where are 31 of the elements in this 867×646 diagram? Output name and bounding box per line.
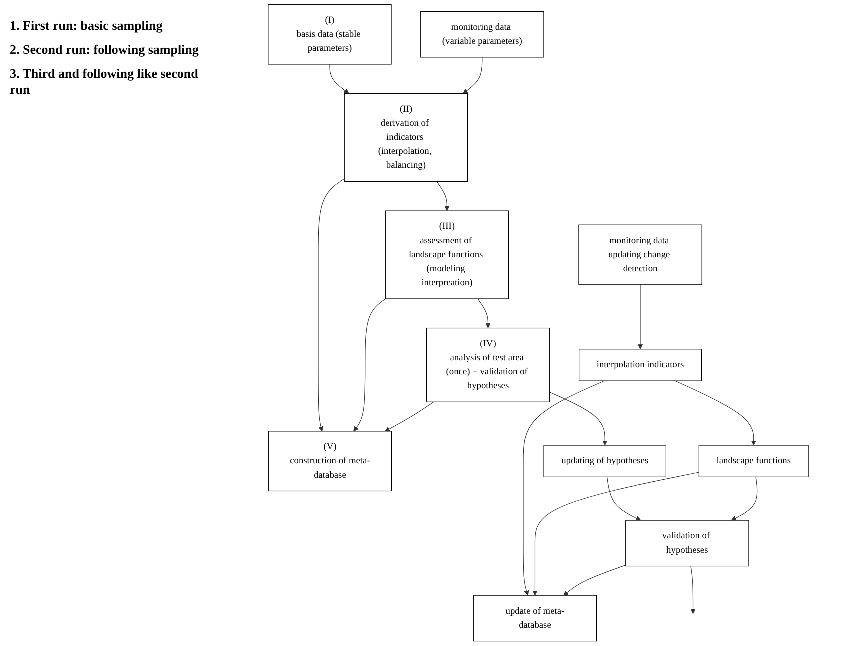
arrow [532, 472, 700, 596]
arrow [436, 181, 450, 212]
node-box: (III) assessment of landscape functions (modeling interpreation) [385, 210, 510, 300]
arrow [354, 298, 386, 432]
arrow [564, 565, 626, 596]
node-box: (I) basis data (stable parameters) [268, 4, 392, 65]
arrow [731, 476, 758, 521]
node-box: monitoring data updating change detection [578, 224, 702, 286]
arrow [690, 566, 696, 614]
arrow [385, 402, 434, 432]
section-heading: 3. Third and following like second run [10, 66, 200, 98]
arrow [638, 284, 644, 350]
node-box: (II) derivation of indicators (interpolation, balancing) [344, 94, 468, 182]
arrow [318, 178, 345, 432]
node-box: interpolation indicators [579, 349, 702, 382]
section-heading: 1. First run: basic sampling [10, 18, 164, 34]
arrow [550, 392, 608, 446]
arrow [478, 298, 491, 328]
node-box: updating of hypotheses [544, 445, 666, 478]
arrow [606, 476, 642, 521]
arrow [463, 57, 483, 94]
node-box: update of meta-database [473, 595, 598, 642]
node-box: monitoring data (variable parameters) [420, 11, 544, 58]
node-box: (V) construction of meta-database [268, 431, 392, 492]
node-box: (IV) analysis of test area (once) + validation of hypotheses [426, 328, 550, 402]
section-heading: 2. Second run: following sampling [10, 42, 200, 58]
node-box: validation of hypotheses [626, 520, 750, 567]
node-box: landscape functions [698, 445, 809, 478]
arrow [330, 64, 350, 94]
arrow [523, 380, 605, 596]
arrow [675, 380, 756, 446]
